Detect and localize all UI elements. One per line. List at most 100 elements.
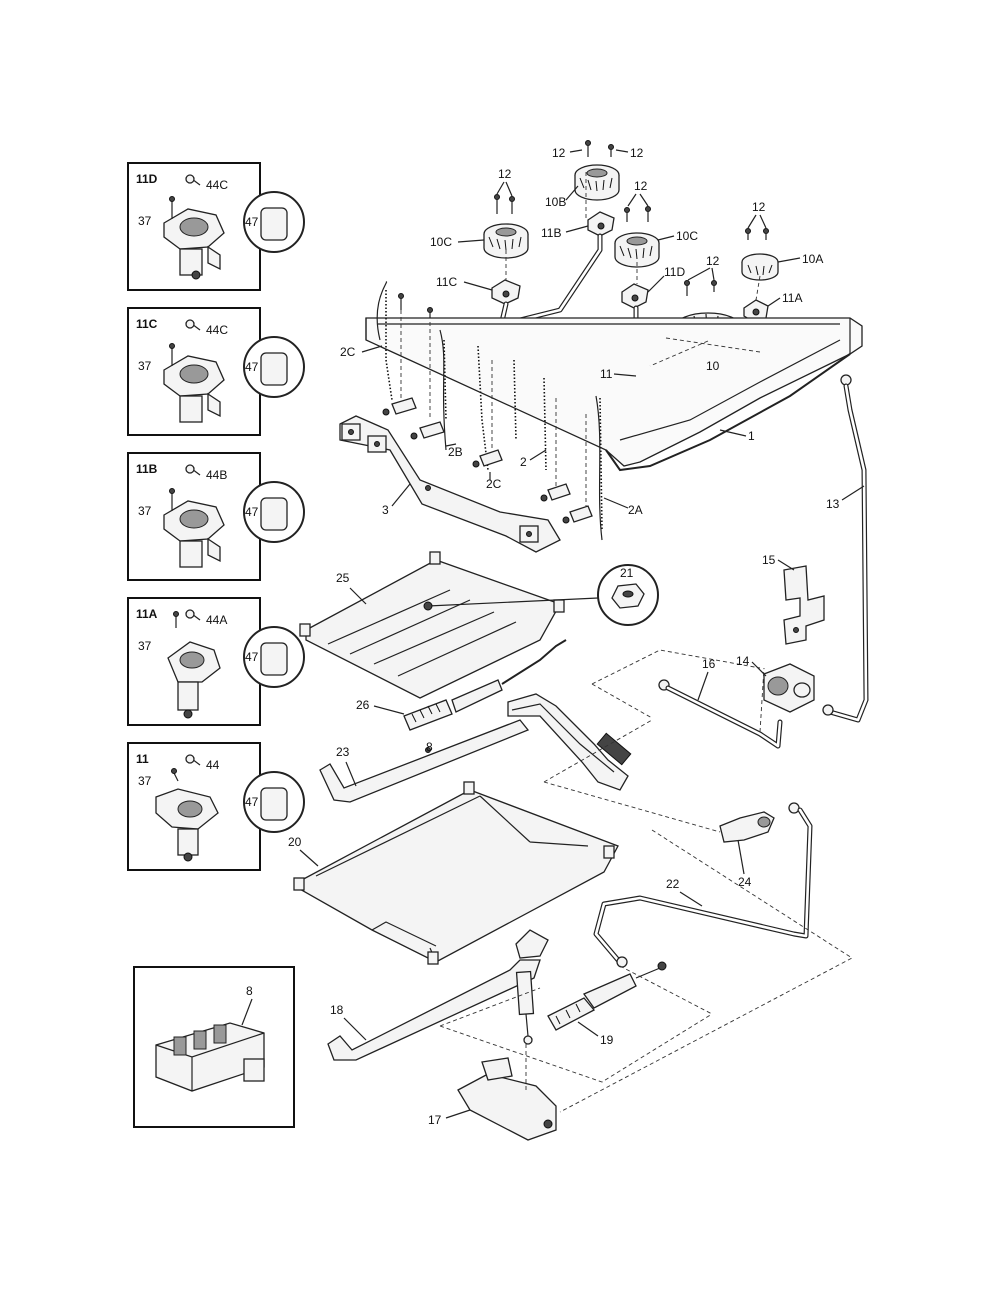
burner-base-11c <box>491 279 521 305</box>
callout-15: 15 <box>762 553 776 567</box>
inset-11b-cap-label: 44B <box>206 468 227 482</box>
gas-tube-16 <box>658 679 783 749</box>
callout-11a: 11A <box>782 291 802 305</box>
manifold-pipe <box>365 317 863 472</box>
valve-body-icon <box>163 500 225 568</box>
igniter-wires <box>376 281 603 541</box>
gas-tube-22 <box>593 807 813 968</box>
inset-11a-title: 11A <box>136 607 158 621</box>
burner-base-11d <box>621 283 649 309</box>
callout-18: 18 <box>330 1003 344 1017</box>
knob-icon <box>243 771 305 833</box>
inset-11a-screw-label: 37 <box>138 639 152 653</box>
gas-tube-13 <box>822 374 869 723</box>
bracket-15 <box>783 565 825 645</box>
inset-11d: 11D 37 44C 47 <box>127 162 305 291</box>
callout-17: 17 <box>428 1113 442 1127</box>
callout-11c: 11C <box>436 275 457 289</box>
igniter-26 <box>403 639 567 731</box>
inset-11d-screw-label: 37 <box>138 214 152 228</box>
callout-8-small: 8 <box>426 740 433 754</box>
burner-10b <box>574 164 620 201</box>
valve-body-icon <box>155 788 219 862</box>
inset-11d-knob-label: 47 <box>245 215 259 229</box>
inset-11-screw-label: 37 <box>138 774 152 788</box>
callout-24: 24 <box>738 875 752 889</box>
callout-10a: 10A <box>802 252 823 266</box>
igniter-electrodes <box>382 397 593 524</box>
callout-12-d: 12 <box>634 179 648 193</box>
callout-22: 22 <box>666 877 680 891</box>
inset-11a-knob-label: 47 <box>245 650 259 664</box>
callout-14: 14 <box>736 654 750 668</box>
burner-base-11b <box>587 211 615 237</box>
callout-12-b: 12 <box>630 146 644 160</box>
inset-11c: 11C 37 44C 47 <box>127 307 305 436</box>
callout-12-e: 12 <box>752 200 766 214</box>
callout-20: 20 <box>288 835 302 849</box>
inset-11d-title: 11D <box>136 172 158 186</box>
support-bracket-18 <box>327 929 549 1061</box>
inset-11b-knob-label: 47 <box>245 505 259 519</box>
inset-11c-cap-label: 44C <box>206 323 228 337</box>
inset-11-title: 11 <box>136 752 149 766</box>
callout-26: 26 <box>356 698 370 712</box>
callout-2c-a: 2C <box>340 345 356 359</box>
alignment-dashes <box>400 172 853 1113</box>
callout-10c-right: 10C <box>676 229 698 243</box>
inset-11b-title: 11B <box>136 462 158 476</box>
mounting-bracket-3 <box>339 415 561 553</box>
callout-21: 21 <box>620 566 634 580</box>
igniter-19 <box>547 961 667 1031</box>
inset-11c-knob-label: 47 <box>245 360 259 374</box>
callout-2c-b: 2C <box>486 477 502 491</box>
inset-11c-title: 11C <box>136 317 158 331</box>
burner-10a <box>741 253 779 281</box>
callout-2: 2 <box>520 455 527 469</box>
callout-23: 23 <box>336 745 350 759</box>
spark-module-label: 8 <box>246 984 253 998</box>
spark-module-icon <box>155 1022 265 1092</box>
callout-2b: 2B <box>448 445 463 459</box>
callout-3: 3 <box>382 503 389 517</box>
callout-2a: 2A <box>628 503 643 517</box>
spark-module-inset: 8 <box>133 966 295 1128</box>
pressure-regulator-14 <box>763 663 815 713</box>
bracket-23 <box>319 719 530 803</box>
callout-12-a: 12 <box>552 146 566 160</box>
nut-21 <box>423 564 659 626</box>
burner-10c-right <box>614 232 660 268</box>
knob-icon <box>243 481 305 543</box>
callouts: 12 12 12 12 12 12 10B 11B 10C 10C 11C 11… <box>288 146 865 1127</box>
burner-10c-left <box>483 223 529 259</box>
valve-body-icon <box>163 355 225 423</box>
callout-11: 11 <box>600 367 613 381</box>
valve-body-icon <box>163 208 225 280</box>
heat-plate-20 <box>293 781 619 965</box>
callout-13: 13 <box>826 497 840 511</box>
knob-icon <box>243 191 305 253</box>
inset-11-knob-label: 47 <box>245 795 259 809</box>
callout-10: 10 <box>706 359 720 373</box>
callout-10c-left: 10C <box>430 235 452 249</box>
heat-shield-25 <box>299 551 565 699</box>
callout-11d: 11D <box>664 265 685 279</box>
callout-1: 1 <box>748 429 755 443</box>
callout-10b: 10B <box>545 195 566 209</box>
inset-11b: 11B 37 44B 47 <box>127 452 305 581</box>
inset-11c-screw-label: 37 <box>138 359 152 373</box>
callout-12-c: 12 <box>498 167 512 181</box>
inset-11a: 11A 37 44A 47 <box>127 597 305 726</box>
oven-burner-tube <box>507 693 632 791</box>
inset-11: 11 37 44 47 <box>127 742 305 871</box>
inset-11-cap-label: 44 <box>206 758 220 772</box>
callout-16: 16 <box>702 657 716 671</box>
orifice-24 <box>719 802 800 843</box>
oven-valve-17 <box>457 970 557 1141</box>
knob-icon <box>243 626 305 688</box>
callout-25: 25 <box>336 571 350 585</box>
valve-body-icon <box>167 641 221 719</box>
knob-icon <box>243 336 305 398</box>
callout-11b: 11B <box>541 226 561 240</box>
